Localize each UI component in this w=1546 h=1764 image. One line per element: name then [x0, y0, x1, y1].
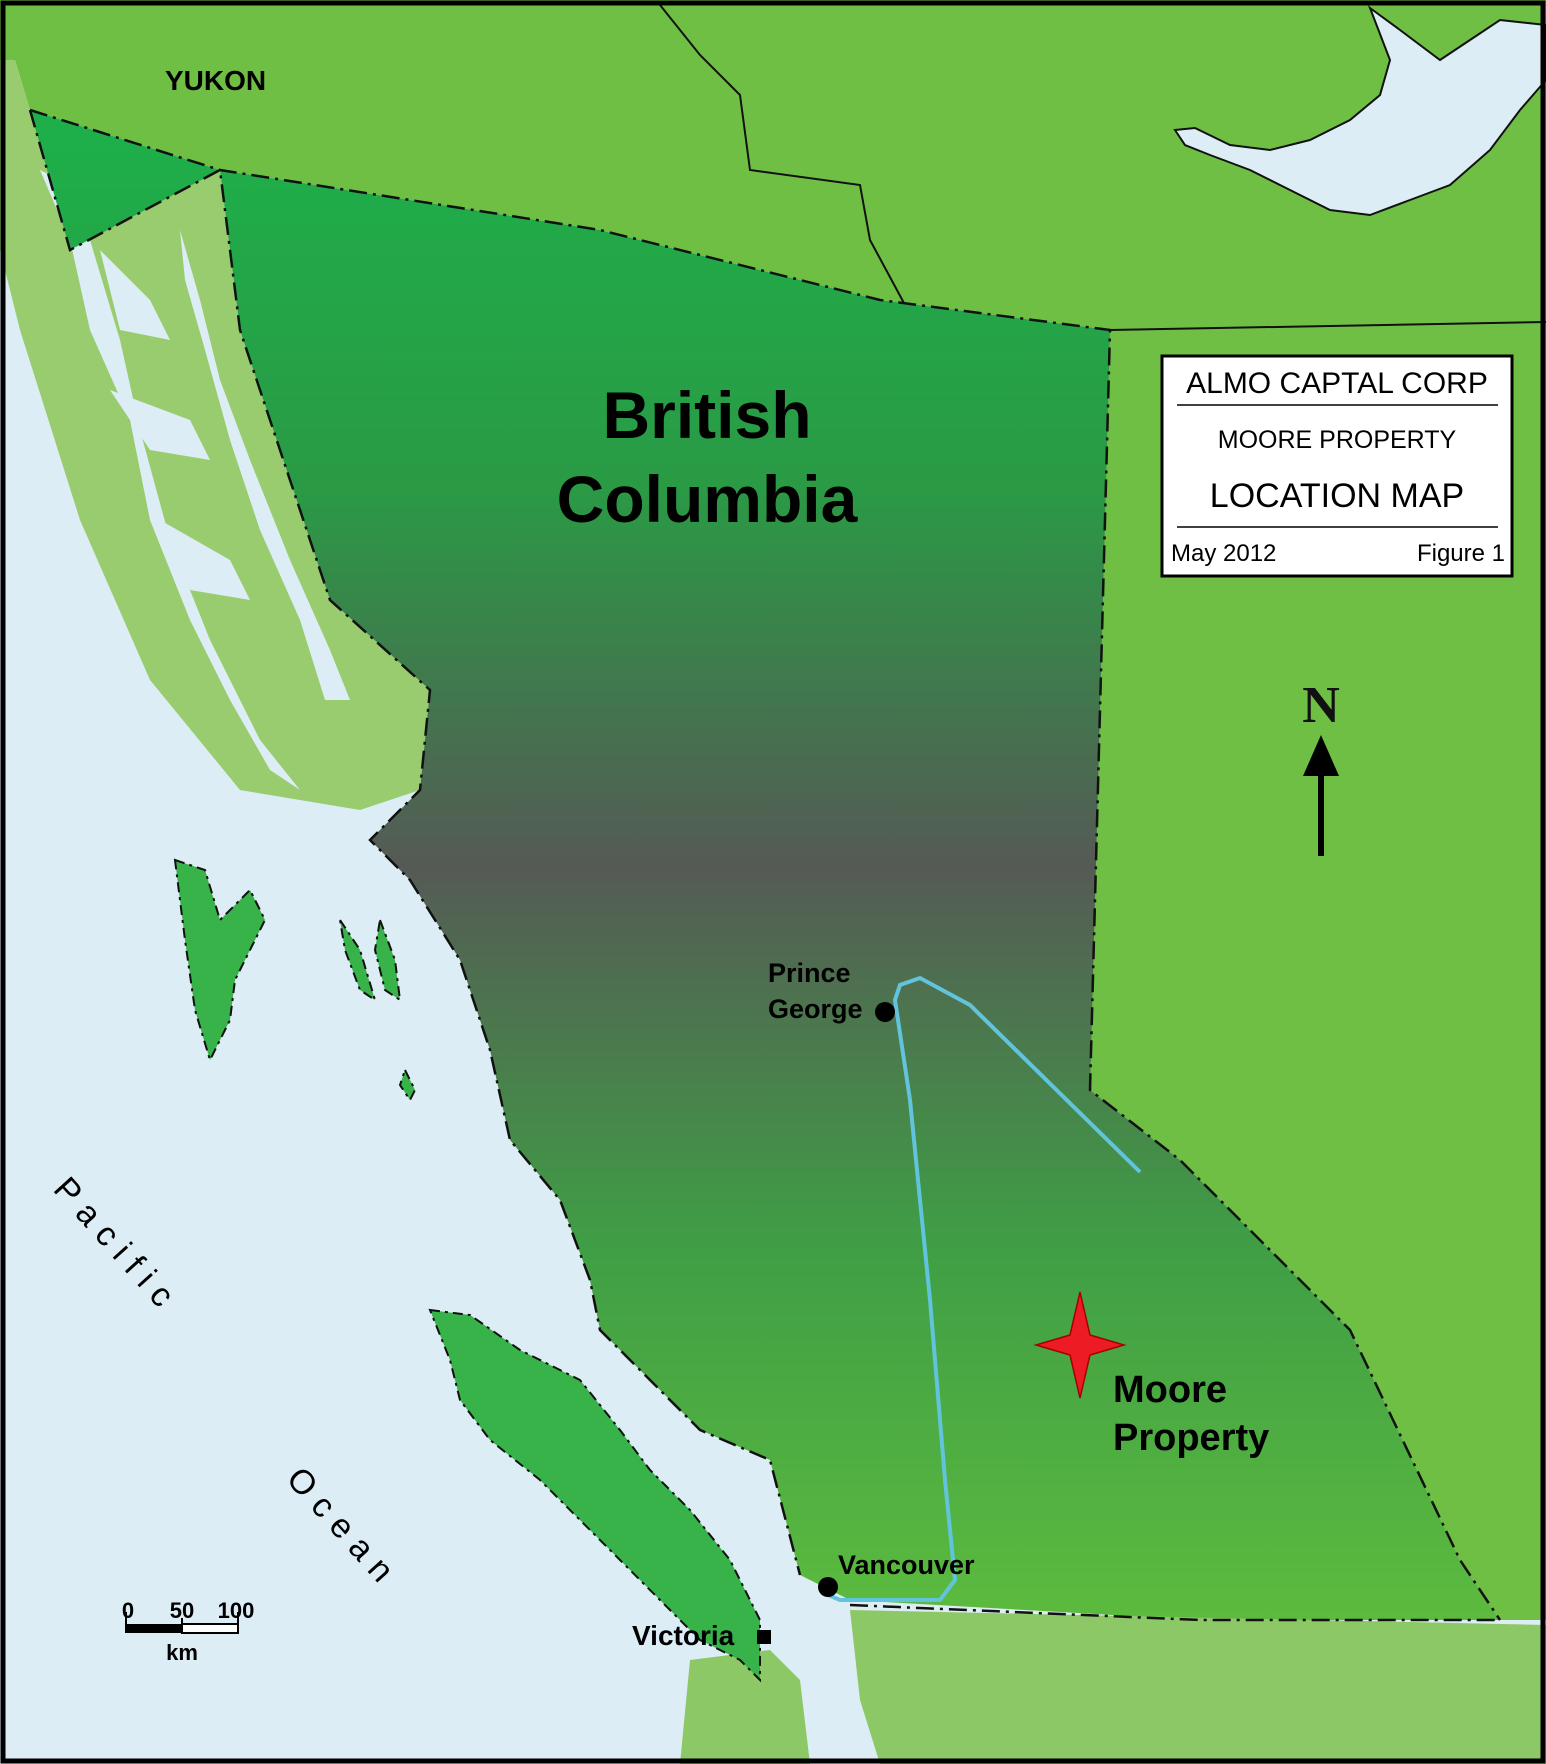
title-block-map-title: LOCATION MAP: [1210, 477, 1464, 515]
scale-tick-100: 100: [218, 1598, 255, 1623]
bc-coast-border: [28, 109, 802, 1576]
scale-unit: km: [166, 1640, 198, 1665]
title-block-figure: Figure 1: [1417, 540, 1505, 567]
neighbor-land: [0, 0, 1546, 1620]
northern-lake: [1173, 5, 1546, 217]
bc-label-line1: British: [602, 378, 811, 452]
coastal-island: [339, 919, 377, 1003]
victoria-square-icon: [757, 1630, 771, 1644]
prince-george-label-line2: George: [768, 994, 863, 1024]
title-block: [1160, 354, 1514, 578]
property-marker-four-point-star-icon: [1033, 1291, 1127, 1399]
vancouver-dot-icon: [818, 1577, 838, 1597]
scale-tick-0: 0: [122, 1598, 134, 1623]
north-arrow-icon: [1303, 735, 1339, 856]
prince-george-label-line1: Prince: [768, 958, 851, 988]
scale-bar: [125, 1612, 239, 1634]
bc-label-line2: Columbia: [557, 462, 859, 536]
vancouver-label: Vancouver: [838, 1550, 975, 1580]
us-land: [850, 1610, 1546, 1764]
scale-tick-50: 50: [170, 1598, 194, 1623]
bc-border: [29, 108, 1502, 1621]
title-block-date: May 2012: [1171, 540, 1276, 567]
victoria-label: Victoria: [632, 1620, 735, 1651]
coastal-island: [373, 916, 402, 1003]
moore-property-label-line2: Property: [1113, 1417, 1269, 1459]
coastal-island: [398, 1067, 417, 1102]
yukon-label: YUKON: [165, 65, 266, 96]
territory-boundary: [659, 4, 906, 306]
north-arrow-label: N: [1302, 677, 1340, 734]
title-block-company: ALMO CAPTAL CORP: [1186, 367, 1488, 400]
prince-george-dot-icon: [875, 1002, 895, 1022]
haida-gwaii: [173, 858, 267, 1063]
us-land: [680, 1650, 810, 1764]
british-columbia: [30, 110, 1500, 1620]
route-line: [827, 975, 1142, 1602]
us-border: [849, 1603, 1500, 1622]
alaska-panhandle: [0, 60, 430, 810]
title-block-property: MOORE PROPERTY: [1218, 426, 1457, 454]
moore-property-label-line1: Moore: [1113, 1369, 1227, 1411]
coastal-channel: [40, 170, 300, 790]
coastal-channel: [100, 250, 250, 600]
vancouver-island: [428, 1308, 761, 1683]
territory-boundary: [1109, 321, 1546, 331]
